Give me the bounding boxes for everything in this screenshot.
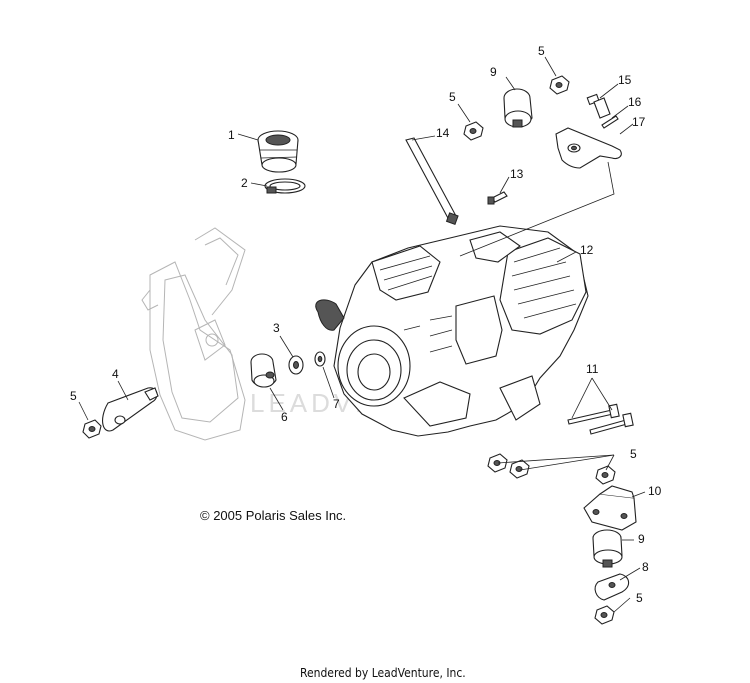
breather-rod-14 — [405, 137, 459, 226]
callouts: 1 2 3 4 5 5 5 5 5 6 7 8 9 9 10 11 12 13 … — [70, 44, 662, 605]
bracket-17 — [555, 127, 622, 169]
rubber-mount-9a — [503, 88, 533, 128]
callout-5-left: 5 — [70, 389, 77, 403]
frame-outline — [141, 227, 246, 441]
washer-7 — [314, 351, 326, 367]
rendered-by-footer: Rendered by LeadVenture, Inc. — [300, 666, 466, 680]
callout-4: 4 — [112, 367, 119, 381]
callout-9-bottom: 9 — [638, 532, 645, 546]
callout-11: 11 — [586, 362, 599, 376]
callout-8: 8 — [642, 560, 649, 574]
nut-5b — [463, 121, 484, 141]
callout-5-top-middle: 5 — [449, 90, 456, 104]
mount-bracket-4 — [102, 387, 159, 432]
bolt-15 — [586, 93, 611, 119]
copyright-notice: © 2005 Polaris Sales Inc. — [200, 508, 346, 523]
nut-5c — [549, 75, 570, 95]
callout-13: 13 — [510, 167, 524, 181]
intake-boot — [257, 130, 299, 173]
callout-2: 2 — [241, 176, 248, 190]
callout-14: 14 — [436, 126, 450, 140]
callout-5-top-right: 5 — [538, 44, 545, 58]
bracket-plate-8 — [594, 573, 630, 601]
clip-16 — [601, 115, 619, 129]
callout-5-bottom: 5 — [636, 591, 643, 605]
nut-5d — [487, 453, 616, 485]
mount-bracket-10 — [583, 485, 637, 531]
callout-1: 1 — [228, 128, 235, 142]
callout-9-top: 9 — [490, 65, 497, 79]
callout-3: 3 — [273, 321, 280, 335]
callout-10: 10 — [648, 484, 662, 498]
callout-15: 15 — [618, 73, 632, 87]
engine-assembly — [315, 225, 589, 437]
callout-17: 17 — [632, 115, 646, 129]
hose-clamp — [264, 178, 306, 194]
nut-5e — [594, 605, 615, 625]
callout-12: 12 — [580, 243, 594, 257]
rubber-mount-9b — [592, 529, 623, 568]
nut-5a — [82, 419, 102, 439]
rubber-mount-6 — [250, 353, 277, 388]
bolts-11 — [567, 403, 634, 435]
callout-16: 16 — [628, 95, 642, 109]
bolt-13 — [487, 191, 508, 205]
callout-5-nuts-row: 5 — [630, 447, 637, 461]
leader-lines — [78, 56, 646, 613]
callout-6: 6 — [281, 410, 288, 424]
callout-7: 7 — [333, 397, 340, 411]
washer-3 — [288, 355, 304, 375]
